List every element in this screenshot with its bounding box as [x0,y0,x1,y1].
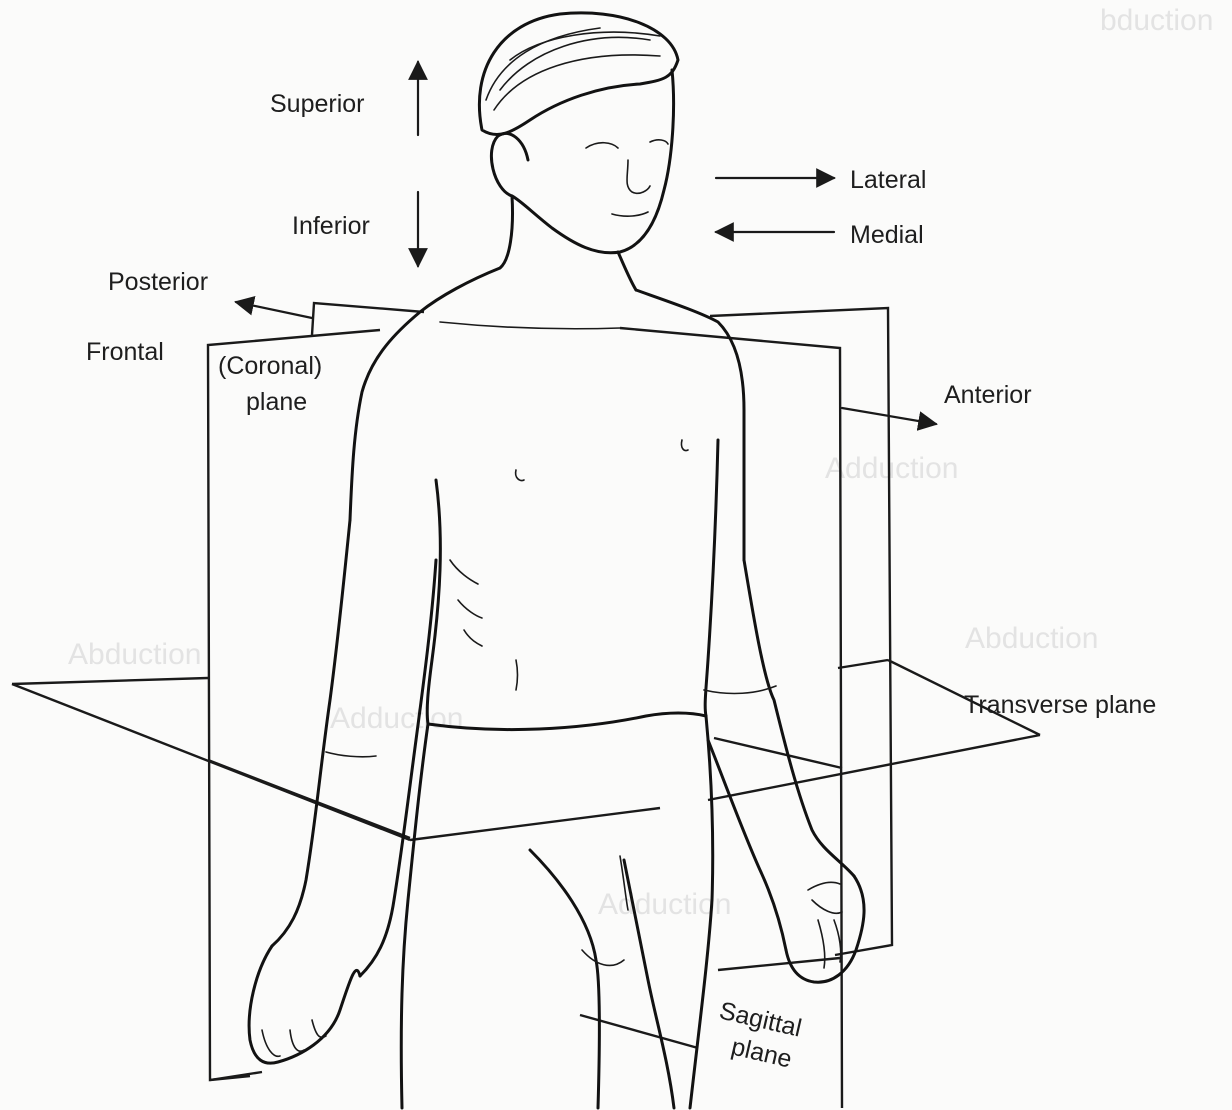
coronal-plane-label: plane [246,388,307,416]
ghost-text-left: Abduction [68,638,201,671]
bleed-through-text: bduction Adduction Abduction Abduction A… [68,4,1213,921]
ghost-text-center: Adduction [330,702,463,735]
left-shoulder [350,268,500,520]
left-hand [249,946,360,1063]
neck [500,196,513,268]
ghost-text-mid-right: Adduction [825,452,958,485]
right-torso [705,440,718,716]
sagittal-plane [580,308,892,1048]
right-arm [744,560,854,876]
posterior-arrow [236,302,312,318]
labels: Superior Inferior Lateral Medial Posteri… [86,90,1156,1074]
lateral-label: Lateral [850,166,926,194]
sagittal-label: Sagittal [717,997,805,1043]
transverse-plane-label: Transverse plane [964,691,1156,719]
ghost-text-right: Abduction [965,622,1098,655]
inferior-label: Inferior [292,212,370,240]
posterior-label: Posterior [108,268,208,296]
medial-label: Medial [850,221,924,249]
frontal-label: Frontal [86,338,164,366]
left-inner-arm [360,560,436,976]
superior-label: Superior [270,90,365,118]
coronal-label: (Coronal) [218,352,322,380]
inner-leg-left [530,850,599,1108]
ghost-text-top-right: bduction [1100,4,1213,37]
face [512,70,674,253]
waistband [428,713,706,730]
frontal-coronal-plane [208,303,842,1108]
left-leg [401,724,428,1108]
ear [491,133,528,196]
anterior-label: Anterior [944,381,1032,409]
transverse-plane [12,660,1040,840]
